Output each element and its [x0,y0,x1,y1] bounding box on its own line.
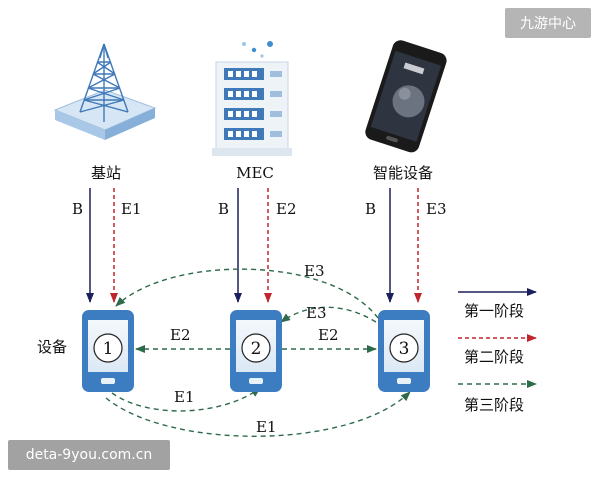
smart-phone-icon [365,40,447,153]
label-e3-mid: E3 [306,304,327,322]
phone-3: 3 [378,310,430,392]
watermark-bottom: deta-9you.com.cn [8,440,170,470]
label-e1-short: E1 [174,388,195,406]
arc-e1-short [111,387,261,412]
watermark-top: 九游中心 [505,8,591,38]
label-b1: B [72,200,83,218]
base-station-label: 基站 [91,164,121,182]
label-e3-down: E3 [426,200,447,218]
phone-3-number: 3 [399,339,410,359]
arc-e3-mid [280,306,377,323]
label-e2-down: E2 [276,200,297,218]
legend-stage1-label: 第一阶段 [464,302,524,320]
label-b2: B [218,200,229,218]
legend-stage3-label: 第三阶段 [464,396,524,414]
phone-1-number: 1 [103,339,114,359]
mec-label: MEC [236,164,274,182]
phone-2: 2 [230,310,282,392]
base-station-icon [53,43,157,140]
phone-2-number: 2 [251,339,262,359]
label-e2-right: E2 [318,326,339,344]
legend: 第一阶段 第二阶段 第三阶段 [458,288,537,414]
phone-1: 1 [82,310,134,392]
mec-server-icon [212,41,292,156]
label-e1-long: E1 [256,418,277,436]
smart-device-label: 智能设备 [373,164,433,182]
label-e3-arc: E3 [304,262,325,280]
label-e2-left: E2 [170,326,191,344]
legend-stage2-label: 第二阶段 [464,348,524,366]
label-b3: B [365,200,376,218]
label-e1-down: E1 [121,200,142,218]
device-label: 设备 [37,338,67,356]
